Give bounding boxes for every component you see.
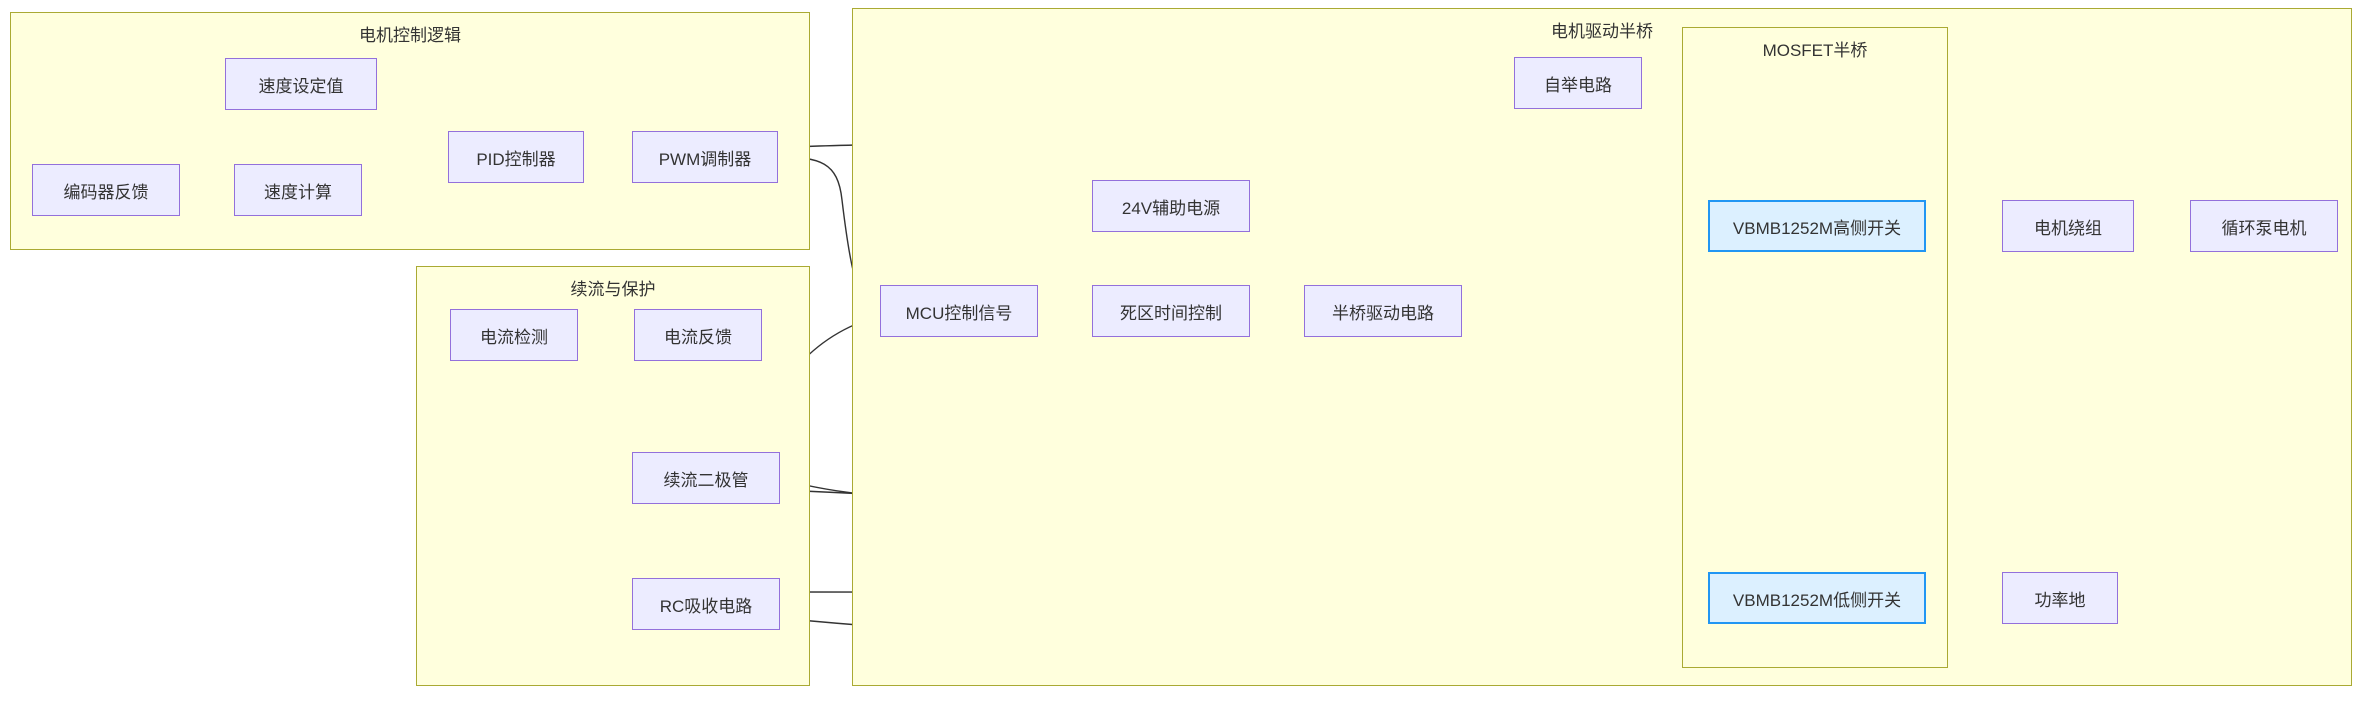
- node-n_hbdrv[interactable]: 半桥驱动电路: [1304, 285, 1462, 337]
- node-n_deadtime[interactable]: 死区时间控制: [1092, 285, 1250, 337]
- node-label: 24V辅助电源: [1121, 198, 1221, 218]
- node-label: PID控制器: [476, 149, 556, 169]
- node-n_pgnd[interactable]: 功率地: [2002, 572, 2118, 624]
- node-label: VBMB1252M高侧开关: [1732, 218, 1902, 238]
- cluster-title: MOSFET半桥: [1762, 41, 1868, 60]
- node-label: 续流二极管: [663, 470, 749, 490]
- node-n_encoder[interactable]: 编码器反馈: [32, 164, 180, 216]
- node-label: 自举电路: [1544, 75, 1612, 95]
- node-label: 电机绕组: [2034, 218, 2102, 238]
- node-n_24v[interactable]: 24V辅助电源: [1092, 180, 1250, 232]
- node-label: 半桥驱动电路: [1332, 303, 1434, 323]
- node-n_snubber[interactable]: RC吸收电路: [632, 578, 780, 630]
- node-label: 电流反馈: [664, 327, 732, 347]
- node-label: 速度设定值: [258, 76, 344, 96]
- node-label: 功率地: [2034, 590, 2086, 610]
- node-n_winding[interactable]: 电机绕组: [2002, 200, 2134, 252]
- node-n_isense[interactable]: 电流检测: [450, 309, 578, 361]
- node-n_setpoint[interactable]: 速度设定值: [225, 58, 377, 110]
- node-n_pump[interactable]: 循环泵电机: [2190, 200, 2338, 252]
- node-n_speedcalc[interactable]: 速度计算: [234, 164, 362, 216]
- node-n_pid[interactable]: PID控制器: [448, 131, 584, 183]
- node-label: MCU控制信号: [905, 303, 1013, 323]
- cluster-c_mos: MOSFET半桥: [1682, 27, 1948, 668]
- node-label: 死区时间控制: [1120, 303, 1222, 323]
- cluster-title: 电机控制逻辑: [359, 26, 461, 45]
- node-n_low[interactable]: VBMB1252M低侧开关: [1708, 572, 1926, 624]
- cluster-c_drive: 电机驱动半桥: [852, 8, 2352, 686]
- node-label: PWM调制器: [658, 149, 752, 169]
- node-label: 循环泵电机: [2221, 218, 2307, 238]
- node-n_mcu[interactable]: MCU控制信号: [880, 285, 1038, 337]
- node-label: RC吸收电路: [659, 596, 753, 616]
- node-n_ifb[interactable]: 电流反馈: [634, 309, 762, 361]
- node-n_diode[interactable]: 续流二极管: [632, 452, 780, 504]
- node-label: 编码器反馈: [63, 182, 149, 202]
- node-n_high[interactable]: VBMB1252M高侧开关: [1708, 200, 1926, 252]
- node-label: 速度计算: [264, 182, 332, 202]
- cluster-title: 续流与保护: [570, 280, 656, 299]
- node-label: VBMB1252M低侧开关: [1732, 590, 1902, 610]
- node-label: 电流检测: [480, 327, 548, 347]
- node-n_pwm[interactable]: PWM调制器: [632, 131, 778, 183]
- node-n_boot[interactable]: 自举电路: [1514, 57, 1642, 109]
- cluster-title: 电机驱动半桥: [1551, 22, 1653, 41]
